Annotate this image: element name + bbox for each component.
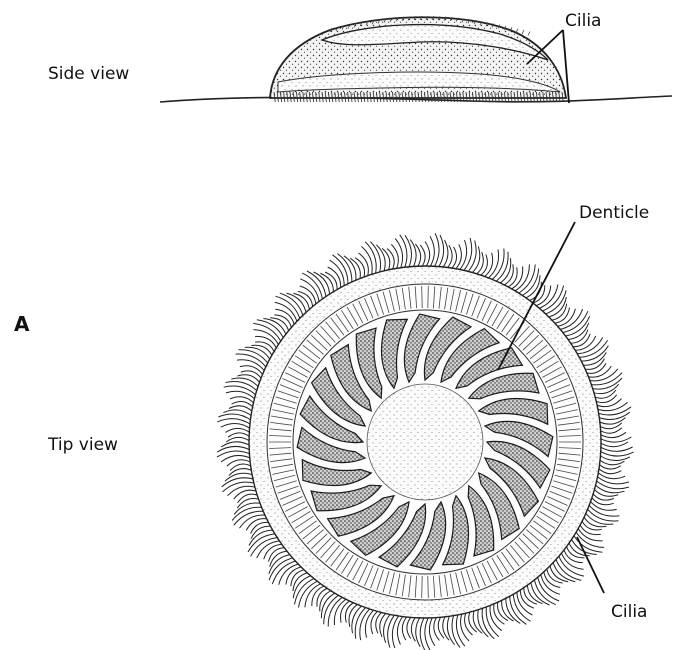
outer-cilium	[226, 437, 251, 442]
tip-view: A Tip view Denticle Cilia	[14, 203, 649, 650]
outer-cilium	[454, 244, 461, 270]
striation	[422, 286, 423, 308]
outer-cilium	[599, 442, 628, 447]
outer-cilium	[392, 614, 400, 648]
denticle-label: Denticle	[579, 203, 649, 223]
outer-cilium	[400, 235, 407, 270]
outer-cilium	[365, 609, 375, 638]
outer-cilium	[395, 239, 402, 270]
outer-cilium	[597, 407, 632, 415]
outer-cilium	[391, 244, 398, 270]
side-view-label: Side view	[48, 64, 129, 84]
outer-cilium	[425, 242, 430, 269]
outer-cilium	[597, 471, 626, 478]
outer-cilium	[362, 247, 373, 277]
outer-cilium	[458, 240, 466, 271]
outer-cilium	[595, 480, 629, 489]
outer-cilium	[397, 615, 404, 645]
outer-cilium	[597, 467, 621, 474]
outer-cilium	[593, 390, 616, 398]
side-view: Side view Cilia	[48, 11, 672, 103]
striation	[428, 286, 429, 308]
side-top-cilium	[522, 30, 524, 34]
outer-cilium	[225, 473, 254, 481]
tip-view-label: Tip view	[47, 435, 118, 455]
outer-cilium	[483, 253, 493, 278]
side-top-cilium	[528, 32, 530, 36]
outer-cilium	[463, 238, 472, 272]
outer-cilium	[382, 248, 390, 272]
outer-cilium	[229, 406, 254, 413]
striation	[428, 576, 429, 598]
striation	[422, 576, 423, 598]
cilia-tip-pointer	[577, 537, 604, 593]
outer-cilium	[420, 616, 425, 650]
tip-central-disk	[367, 384, 483, 500]
outer-cilium	[469, 610, 477, 632]
outer-cilium	[223, 410, 252, 417]
outer-cilium	[591, 496, 614, 505]
outer-cilium	[217, 419, 252, 426]
outer-cilium	[594, 395, 617, 403]
outer-cilium	[238, 375, 261, 384]
outer-cilium	[387, 249, 394, 272]
outer-cilium	[371, 610, 379, 634]
outer-cilium	[232, 402, 255, 409]
panel-letter: A	[14, 312, 30, 336]
cilia-tip-label: Cilia	[611, 602, 647, 622]
outer-cilium	[446, 245, 452, 269]
cilia-side-label: Cilia	[565, 11, 601, 31]
outer-cilium	[465, 611, 473, 635]
outer-cilium	[388, 614, 396, 648]
